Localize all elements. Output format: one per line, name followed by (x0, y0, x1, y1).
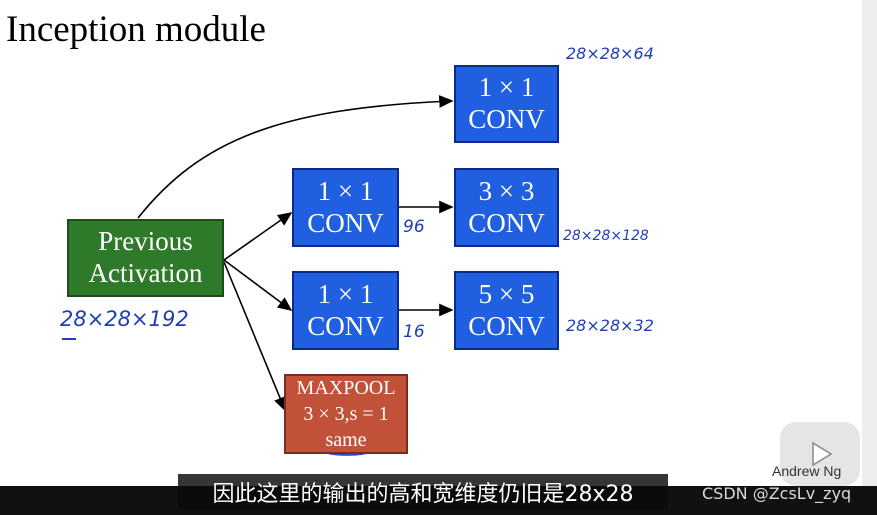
conv-label: CONV (468, 104, 545, 134)
arrow-prev-to-maxpool (223, 261, 287, 412)
kernel-size-label: 1 × 1 (478, 72, 535, 103)
scroll-edge (862, 0, 877, 486)
subtitle-caption: 因此这里的输出的高和宽维度仍旧是28x28 (178, 474, 668, 510)
conv-3x3-block: 3 × 3 CONV (454, 168, 559, 247)
pool-params-label: 3 × 3,s = 1 (303, 403, 389, 425)
conv-1x1-top-block: 1 × 1 CONV (454, 65, 559, 143)
kernel-size-label: 1 × 1 (317, 278, 374, 309)
play-icon (812, 441, 833, 467)
input-shape-note: 28×28×192 (60, 307, 189, 331)
subtitle-text: 因此这里的输出的高和宽维度仍旧是28x28 (212, 482, 634, 507)
conv-label: CONV (307, 310, 384, 341)
top-output-shape-note: 28×28×64 (566, 44, 654, 63)
activation-label: Activation (88, 258, 203, 288)
maxpool-label: MAXPOOL (296, 377, 396, 399)
conv-1x1-a-block: 1 × 1 CONV (292, 168, 399, 247)
arrow-prev-to-top-conv (137, 95, 454, 219)
csdn-watermark: CSDN @ZcsLv_zyq (702, 484, 852, 503)
author-credit: Andrew Ng (772, 463, 842, 479)
kernel-size-label: 3 × 3 (478, 175, 535, 206)
arrow-prev-to-conv-a (223, 212, 293, 261)
kernel-size-label: 1 × 1 (317, 175, 374, 206)
output-5x5-shape-note: 28×28×32 (566, 316, 654, 335)
channels-96-note: 96 (403, 217, 425, 237)
previous-activation-block: Previous Activation (67, 219, 224, 297)
conv-label: CONV (307, 207, 384, 238)
conv-label: CONV (468, 207, 545, 238)
previous-label: Previous (98, 226, 193, 257)
conv-1x1-b-block: 1 × 1 CONV (292, 271, 399, 350)
slide-title: Inception module (6, 9, 266, 50)
channels-16-note: 16 (403, 322, 425, 342)
arrow-prev-to-conv-b (223, 259, 293, 311)
conv-label: CONV (468, 310, 545, 341)
output-3x3-shape-note: 28×28×128 (563, 228, 649, 244)
kernel-size-label: 5 × 5 (478, 278, 535, 309)
play-button[interactable] (780, 422, 860, 486)
maxpool-block: MAXPOOL 3 × 3,s = 1 same (284, 374, 408, 454)
conv-5x5-block: 5 × 5 CONV (454, 271, 559, 350)
same-padding-label: same (325, 429, 367, 451)
